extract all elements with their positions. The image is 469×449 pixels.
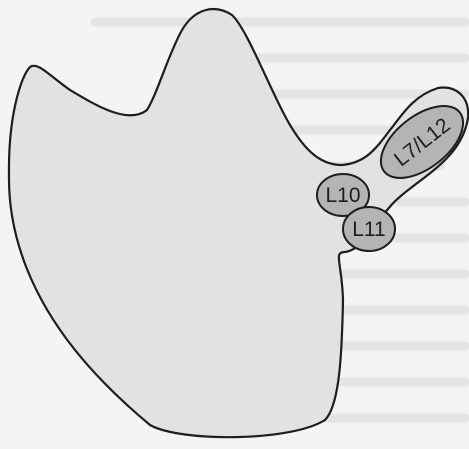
region-l10-label: L10 <box>325 184 360 207</box>
body-outline <box>9 9 468 437</box>
region-l11: L11 <box>343 207 395 251</box>
region-l11-label: L11 <box>352 218 385 241</box>
